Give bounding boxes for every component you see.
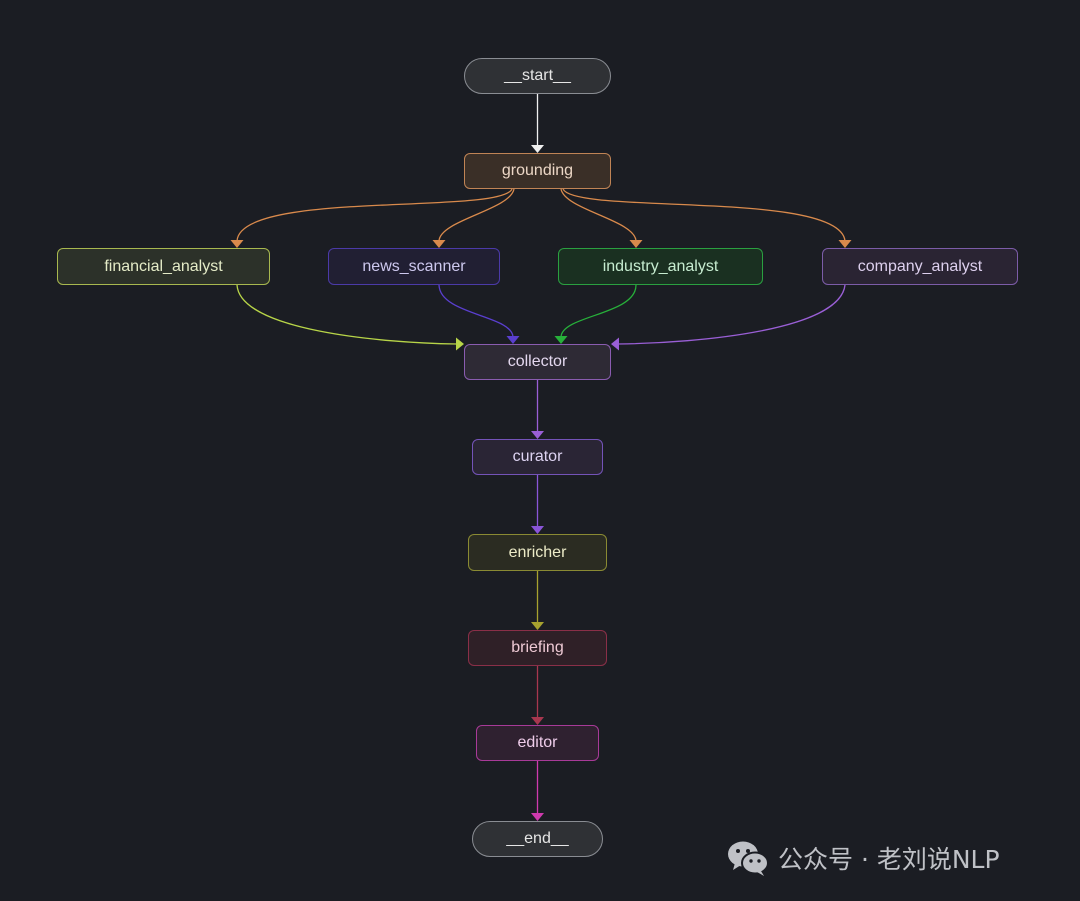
arrowhead-editor-to-end xyxy=(531,813,544,821)
edge-grounding-to-news_scanner xyxy=(438,188,515,242)
edge-grounding-to-financial_analyst xyxy=(236,188,513,242)
arrowhead-industry_analyst-to-collector xyxy=(554,336,568,344)
node-start[interactable]: __start__ xyxy=(464,58,611,94)
arrowhead-grounding-to-industry_analyst xyxy=(629,240,643,248)
arrowhead-collector-to-curator xyxy=(531,431,544,439)
arrowhead-company_analyst-to-collector xyxy=(611,337,619,351)
node-industry-analyst[interactable]: industry_analyst xyxy=(558,248,763,285)
node-grounding[interactable]: grounding xyxy=(464,153,611,189)
node-company-analyst[interactable]: company_analyst xyxy=(822,248,1018,285)
node-financial-analyst[interactable]: financial_analyst xyxy=(57,248,270,285)
arrowhead-grounding-to-company_analyst xyxy=(838,240,852,248)
edge-company_analyst-to-collector xyxy=(617,284,846,345)
watermark: 公众号 · 老刘说NLP xyxy=(726,836,1000,880)
arrowhead-financial_analyst-to-collector xyxy=(456,337,464,351)
node-curator[interactable]: curator xyxy=(472,439,603,475)
arrowhead-curator-to-enricher xyxy=(531,526,544,534)
watermark-text: 公众号 · 老刘说NLP xyxy=(778,845,1000,874)
arrowhead-grounding-to-financial_analyst xyxy=(230,240,244,248)
edge-grounding-to-industry_analyst xyxy=(560,188,637,242)
edge-financial_analyst-to-collector xyxy=(236,284,458,345)
arrowhead-start-to-grounding xyxy=(531,145,544,153)
node-editor[interactable]: editor xyxy=(476,725,599,761)
node-end[interactable]: __end__ xyxy=(472,821,603,857)
arrowhead-grounding-to-news_scanner xyxy=(432,240,446,248)
arrowhead-briefing-to-editor xyxy=(531,717,544,725)
arrowhead-enricher-to-briefing xyxy=(531,622,544,630)
edge-industry_analyst-to-collector xyxy=(560,284,637,338)
node-collector[interactable]: collector xyxy=(464,344,611,380)
wechat-icon xyxy=(728,841,769,876)
node-news-scanner[interactable]: news_scanner xyxy=(328,248,500,285)
node-enricher[interactable]: enricher xyxy=(468,534,607,571)
node-briefing[interactable]: briefing xyxy=(468,630,607,666)
arrowhead-news_scanner-to-collector xyxy=(506,336,520,344)
edge-grounding-to-company_analyst xyxy=(562,188,846,242)
edge-news_scanner-to-collector xyxy=(438,284,514,338)
